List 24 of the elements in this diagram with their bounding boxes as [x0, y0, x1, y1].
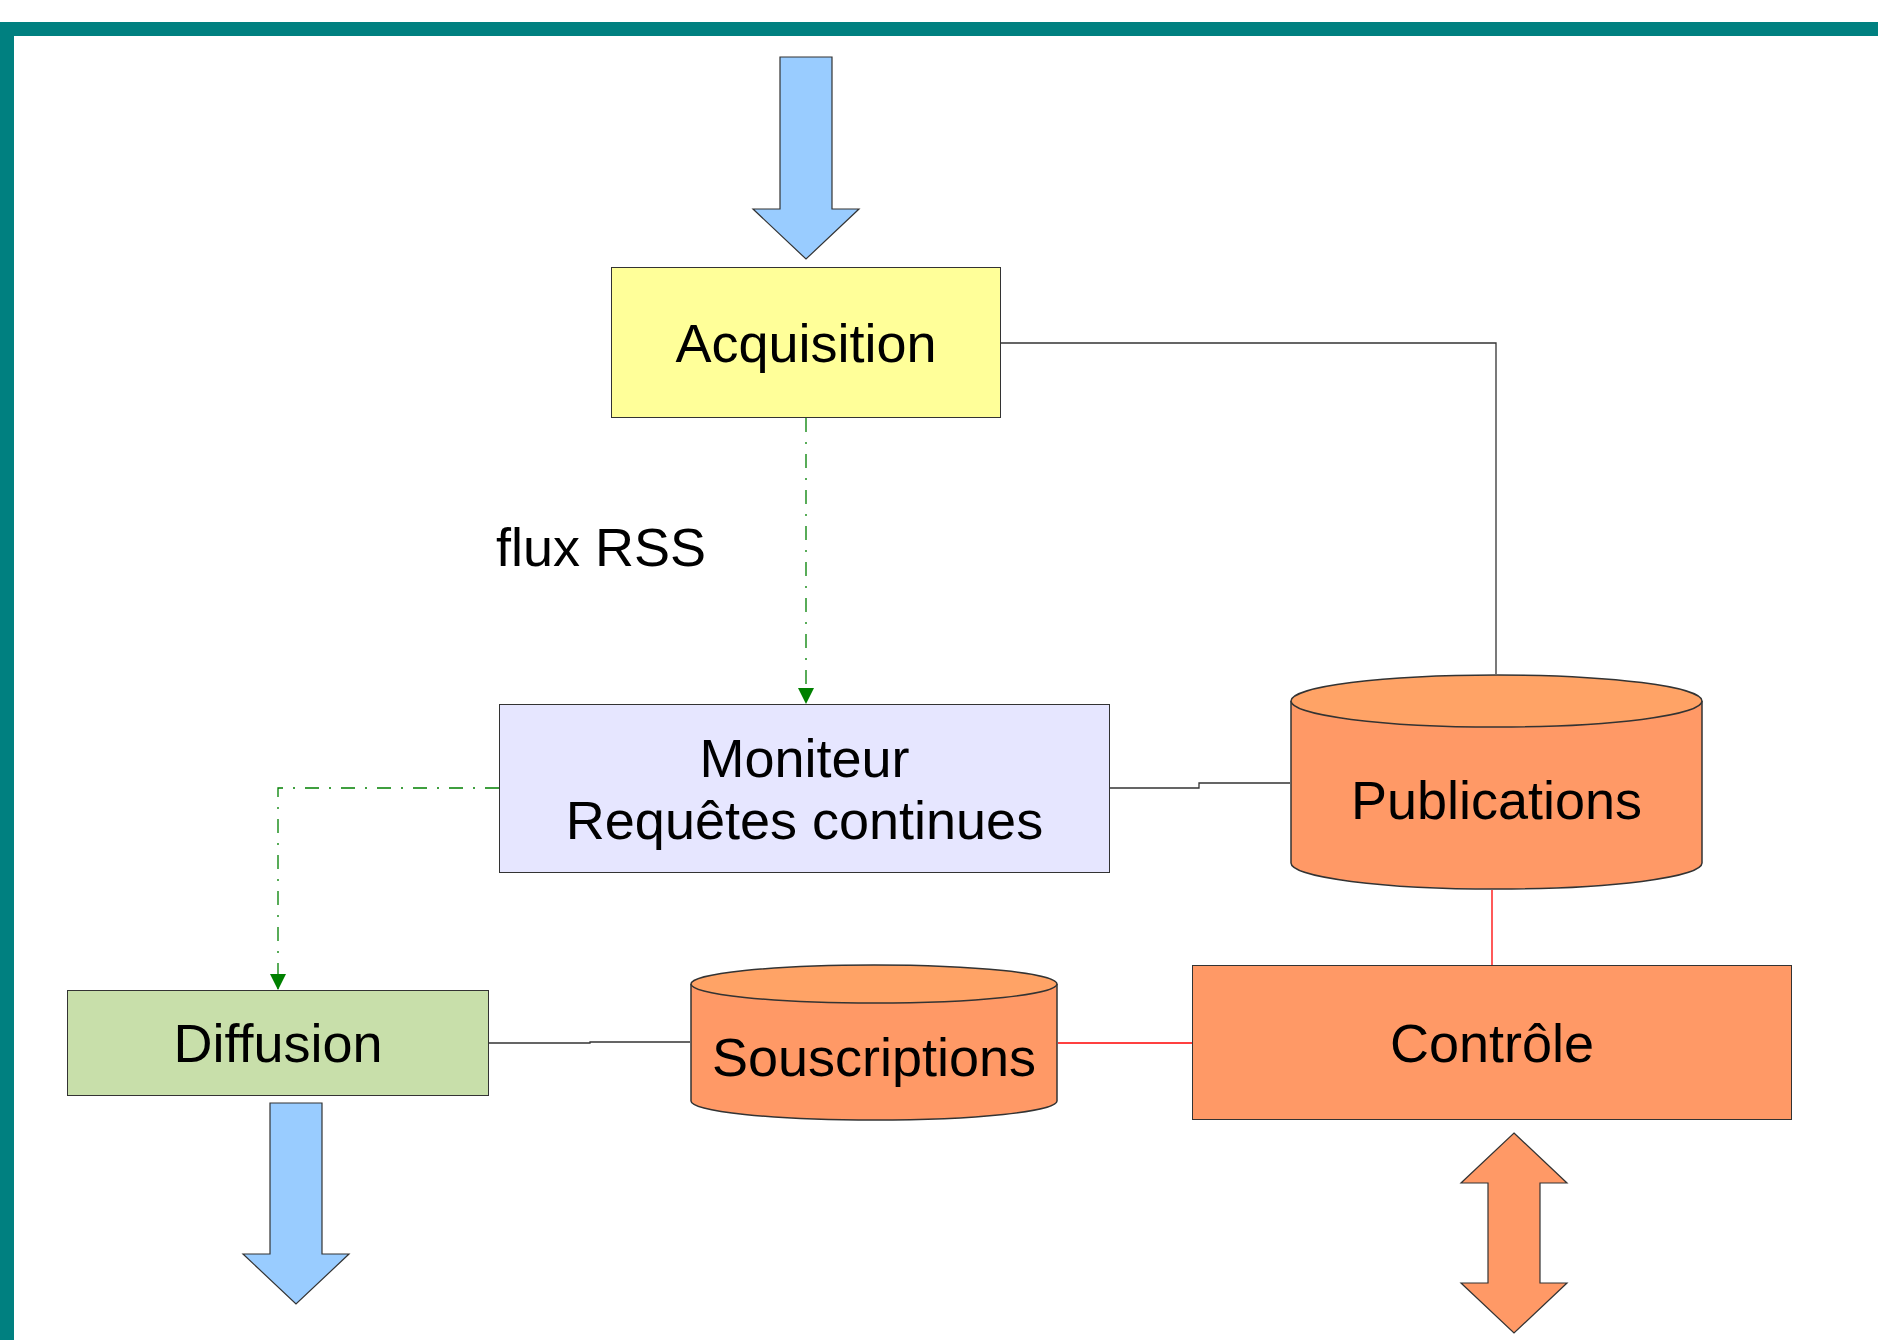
node-label: Acquisition [675, 311, 937, 374]
block-arrow [1459, 1132, 1569, 1334]
database-cylinder [1290, 674, 1703, 890]
process-box [611, 267, 1001, 418]
connector-line [1057, 1042, 1193, 1044]
node-label: Souscriptions [711, 1025, 1037, 1088]
arrow [270, 787, 500, 991]
connector-line [1109, 782, 1291, 789]
connector-line [1491, 889, 1493, 966]
edge-label: flux RSS [496, 516, 707, 578]
block-arrow [751, 56, 861, 260]
connector-line [488, 1041, 691, 1044]
process-box [67, 990, 489, 1096]
node-label: Contrôle [1389, 1011, 1595, 1074]
arrow [798, 417, 814, 705]
node-label: Moniteur [699, 726, 910, 789]
connector-line [1000, 342, 1497, 675]
node-label: Diffusion [173, 1012, 383, 1074]
process-box [1192, 965, 1792, 1120]
database-cylinder [690, 964, 1058, 1121]
node-label: Publications [1350, 769, 1643, 831]
block-arrow [241, 1102, 351, 1305]
node-label: Requêtes continues [565, 788, 1044, 851]
process-box [499, 704, 1110, 873]
